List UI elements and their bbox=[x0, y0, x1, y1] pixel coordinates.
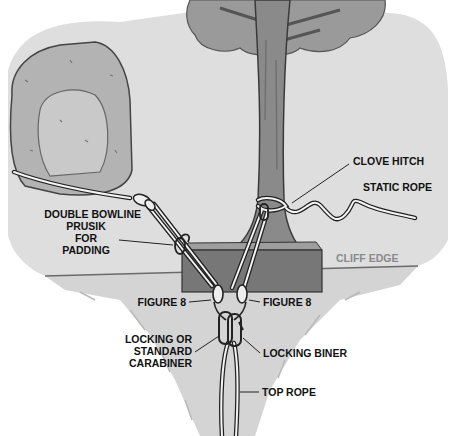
boulder-inner bbox=[38, 90, 108, 176]
rope-cores bbox=[14, 172, 415, 436]
carabiners bbox=[219, 312, 243, 346]
boulder bbox=[11, 42, 132, 195]
bark-lines bbox=[265, 40, 277, 170]
part-label: FIGURE 8 bbox=[263, 296, 311, 308]
part-label: LOCKING BINER bbox=[263, 347, 347, 359]
tree-carabiner bbox=[260, 204, 268, 220]
part-label: FIGURE 8 bbox=[118, 296, 186, 308]
part-label: PRUSIK FOR PADDING bbox=[56, 220, 116, 256]
part-label: STATIC ROPE bbox=[363, 181, 432, 193]
boulder-texture bbox=[25, 60, 117, 153]
part-label: CLIFF EDGE bbox=[336, 252, 398, 264]
part-label: CLOVE HITCH bbox=[353, 155, 424, 167]
part-label: TOP ROPE bbox=[262, 386, 316, 398]
part-label: LOCKING OR STANDARD CARABINER bbox=[94, 333, 192, 369]
part-label: DOUBLE BOWLINE bbox=[25, 208, 141, 220]
prusik-loop bbox=[175, 235, 189, 254]
edge-padding-top bbox=[182, 242, 322, 250]
rope-outlines bbox=[14, 172, 415, 436]
